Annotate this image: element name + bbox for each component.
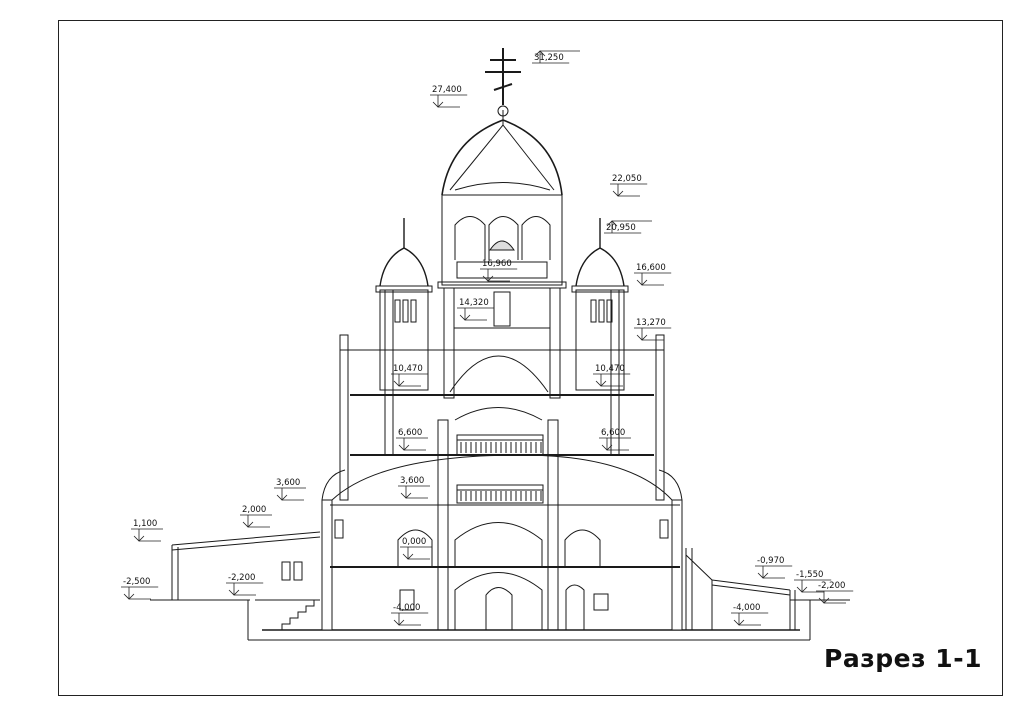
sheet-frame [58, 20, 1003, 696]
level-label: 10,470 [393, 364, 423, 374]
level-label: 1,100 [133, 519, 157, 529]
level-marker-nave-upper: 3,600 [398, 476, 430, 499]
left-annex [171, 531, 321, 601]
elevation-markers: 31,250 27,400 22,050 20,950 16,960 16,600 14,3… [121, 50, 854, 626]
level-label: 6,600 [601, 428, 625, 438]
level-marker-small-dome-base: 16,600 [634, 263, 672, 286]
level-marker-porch-roof: 2,000 [240, 505, 272, 528]
level-label: -1,550 [796, 570, 823, 580]
level-marker-tower-floor: 14,320 [457, 298, 495, 321]
level-marker-cross-top: 31,250 [532, 50, 580, 64]
central-dome [441, 110, 563, 196]
ground-line [150, 599, 850, 641]
balustrade-upper [456, 434, 544, 456]
level-label: 16,960 [482, 259, 512, 269]
level-marker-gallery-left: 10,470 [391, 364, 429, 387]
level-marker-roof-right: 13,270 [634, 318, 672, 341]
level-marker-annex-floor: -2,200 [226, 573, 264, 596]
level-marker-ground-left: -2,500 [121, 577, 159, 600]
level-marker-cross-base: 27,400 [430, 85, 468, 108]
right-small-tower [571, 218, 629, 391]
level-marker-belfry-floor: 16,960 [480, 259, 518, 282]
level-label: -0,970 [757, 556, 784, 566]
level-label: -2,200 [228, 573, 255, 583]
right-ramp [685, 548, 796, 630]
level-marker-drum-top: 22,050 [610, 174, 648, 197]
level-marker-ground-zero: 0,000 [400, 537, 432, 560]
main-walls [321, 334, 683, 631]
level-marker-belfry-cornice: 20,950 [604, 220, 652, 234]
level-marker-basement-right: -4,000 [731, 603, 769, 626]
level-label: -2,200 [818, 581, 845, 591]
balustrade-lower [456, 484, 544, 504]
level-label: 14,320 [459, 298, 489, 308]
level-marker-choir-right: 6,600 [599, 428, 631, 451]
level-label: 3,600 [400, 476, 424, 486]
level-label: 13,270 [636, 318, 666, 328]
apse-curves [321, 454, 683, 501]
level-label: 20,950 [606, 223, 636, 233]
cross [485, 48, 521, 117]
columns [384, 289, 620, 631]
level-label: 16,600 [636, 263, 666, 273]
level-label: 3,600 [276, 478, 300, 488]
level-marker-annex-roof: 1,100 [131, 519, 163, 542]
level-label: -4,000 [733, 603, 760, 613]
left-small-tower [375, 218, 433, 391]
level-marker-basement: -4,000 [391, 603, 429, 626]
left-stair [281, 599, 320, 630]
level-label: 27,400 [432, 85, 462, 95]
level-label: 10,470 [595, 364, 625, 374]
level-label: 31,250 [534, 53, 564, 63]
level-label: 0,000 [402, 537, 426, 547]
central-tower [437, 194, 567, 399]
level-marker-pit-right: -2,200 [816, 581, 854, 604]
level-label: 6,600 [398, 428, 422, 438]
level-marker-ramp-right: -0,970 [755, 556, 793, 579]
level-label: 22,050 [612, 174, 642, 184]
nave-arches [334, 355, 669, 630]
level-marker-ground-right: -1,550 [794, 570, 832, 593]
level-label: -2,500 [123, 577, 150, 587]
level-marker-apse-left: 3,600 [274, 478, 306, 501]
level-marker-gallery-right: 10,470 [593, 364, 631, 387]
level-label: 2,000 [242, 505, 266, 515]
section-title: Разрез 1-1 [824, 644, 982, 673]
level-marker-choir-left: 6,600 [396, 428, 428, 451]
level-label: -4,000 [393, 603, 420, 613]
